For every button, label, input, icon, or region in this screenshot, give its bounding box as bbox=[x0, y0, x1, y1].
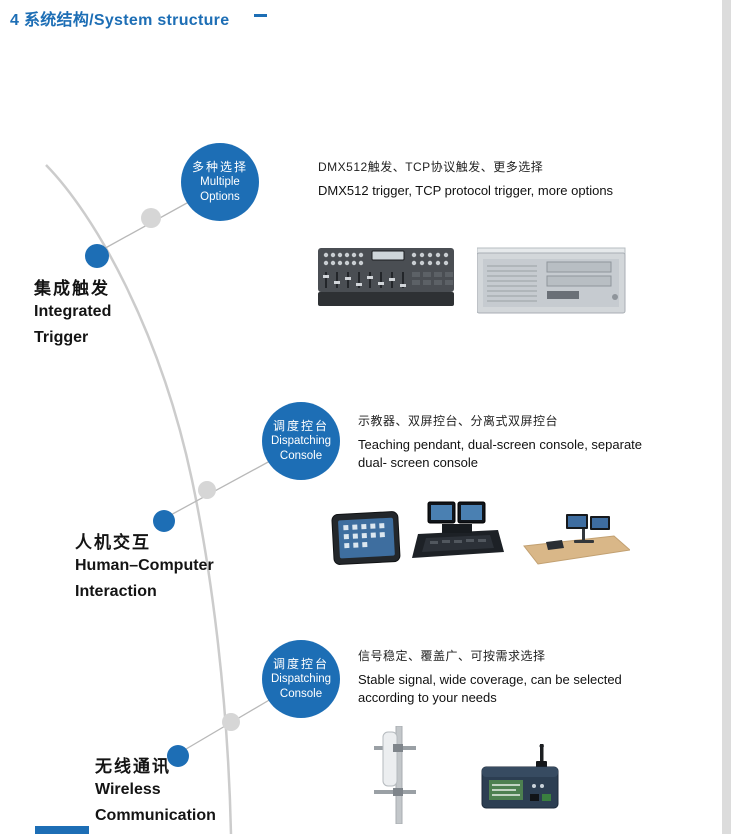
antenna-pole-image bbox=[366, 726, 424, 824]
desc-zh: DMX512触发、TCP协议触发、更多选择 bbox=[318, 160, 544, 174]
desc-en: Teaching pendant, dual-screen console, s… bbox=[358, 437, 643, 470]
dmx-console-image bbox=[316, 246, 456, 310]
page-title: 4 系统结构/System structure bbox=[10, 12, 230, 29]
description-integrated-trigger: DMX512触发、TCP协议触发、更多选择 DMX512 trigger, TC… bbox=[318, 158, 648, 200]
bubble-zh-text: 调度控台 bbox=[272, 657, 329, 672]
desc-en: DMX512 trigger, TCP protocol trigger, mo… bbox=[318, 183, 614, 198]
desc-zh: 信号稳定、覆盖广、可按需求选择 bbox=[358, 649, 546, 663]
section-label-human-computer-interaction: 人机交互 Human–Computer Interaction bbox=[75, 528, 214, 605]
label-zh: 集成触发 bbox=[34, 279, 110, 298]
gray-node-1 bbox=[141, 208, 161, 228]
label-en: Integrated bbox=[34, 303, 112, 320]
bubble-en-text: Multiple bbox=[200, 176, 240, 189]
blue-node-2 bbox=[153, 510, 175, 532]
desc-zh: 示教器、双屏控台、分离式双屏控台 bbox=[358, 414, 559, 428]
bubble-multiple-options: 多种选择 Multiple Options bbox=[181, 143, 259, 221]
label-en: Interaction bbox=[75, 583, 157, 600]
bubble-en-text: Dispatching bbox=[270, 673, 332, 686]
bubble-en-text: Console bbox=[279, 687, 323, 700]
bubble-en-text: Dispatching bbox=[270, 435, 332, 448]
bubble-en-text: Options bbox=[200, 190, 240, 203]
teaching-pendant-tablet-image bbox=[331, 508, 404, 570]
gray-node-3 bbox=[222, 713, 240, 731]
description-human-computer-interaction: 示教器、双屏控台、分离式双屏控台 Teaching pendant, dual-… bbox=[358, 412, 658, 472]
connector-line-2 bbox=[166, 460, 271, 518]
section-label-integrated-trigger: 集成触发 Integrated Trigger bbox=[34, 274, 111, 351]
flow-curve bbox=[45, 164, 233, 834]
section-label-wireless-communication: 无线通讯 Wireless Communication bbox=[95, 752, 216, 829]
title-rule bbox=[254, 14, 267, 17]
blue-node-1 bbox=[85, 244, 109, 268]
bubble-zh-text: 调度控台 bbox=[272, 419, 329, 434]
page-edge-strip bbox=[722, 0, 731, 834]
desc-en: Stable signal, wide coverage, can be sel… bbox=[358, 672, 622, 705]
bubble-dispatching-console-1: 调度控台 Dispatching Console bbox=[262, 402, 340, 480]
desk-dual-monitors-image bbox=[518, 506, 630, 566]
label-en: Wireless bbox=[95, 781, 161, 798]
label-en: Human–Computer bbox=[75, 557, 214, 574]
industrial-computer-image bbox=[477, 244, 629, 316]
label-en: Communication bbox=[95, 807, 216, 824]
wireless-module-image bbox=[476, 744, 566, 814]
description-wireless-communication: 信号稳定、覆盖广、可按需求选择 Stable signal, wide cove… bbox=[358, 647, 626, 707]
label-zh: 人机交互 bbox=[75, 533, 151, 552]
bubble-zh-text: 多种选择 bbox=[191, 160, 248, 175]
dual-screen-console-image bbox=[412, 500, 504, 564]
gray-node-2 bbox=[198, 481, 216, 499]
label-en: Trigger bbox=[34, 329, 89, 346]
bubble-en-text: Console bbox=[279, 449, 323, 462]
blue-node-3 bbox=[167, 745, 189, 767]
bubble-dispatching-console-2: 调度控台 Dispatching Console bbox=[262, 640, 340, 718]
page-bottom-blue-bar bbox=[35, 826, 89, 834]
label-zh: 无线通讯 bbox=[95, 757, 171, 776]
